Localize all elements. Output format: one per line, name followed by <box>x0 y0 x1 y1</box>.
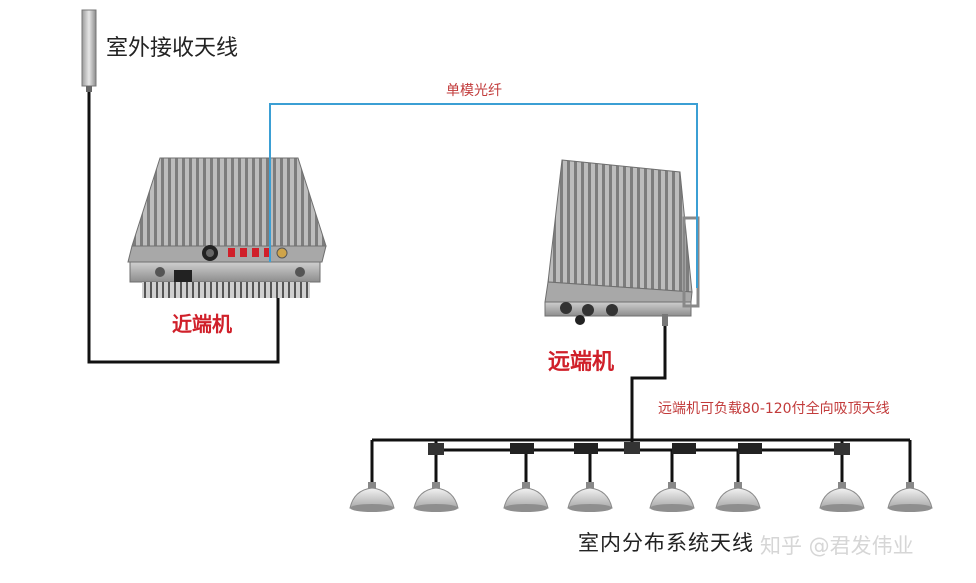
near-unit-icon <box>127 157 327 298</box>
distribution-trunk <box>370 438 912 482</box>
fiber-label: 单模光纤 <box>446 83 502 99</box>
far-unit-label: 远端机 <box>548 350 615 375</box>
outdoor-feeder-cable <box>87 92 280 364</box>
capacity-note: 远端机可负载80-120付全向吸顶天线 <box>658 401 890 417</box>
near-unit-label: 近端机 <box>172 312 232 336</box>
splitter-icons <box>428 442 850 455</box>
ceiling-antenna-icons <box>349 482 933 512</box>
outdoor-antenna-label: 室外接收天线 <box>106 36 239 61</box>
fiber-cable <box>269 103 698 288</box>
watermark-text: 知乎 @君发伟业 <box>760 534 914 558</box>
far-unit-feeder-cable <box>630 326 667 448</box>
outdoor-antenna-icon <box>81 9 97 92</box>
indoor-system-label: 室内分布系统天线 <box>578 531 754 555</box>
far-unit-icon <box>544 159 700 326</box>
